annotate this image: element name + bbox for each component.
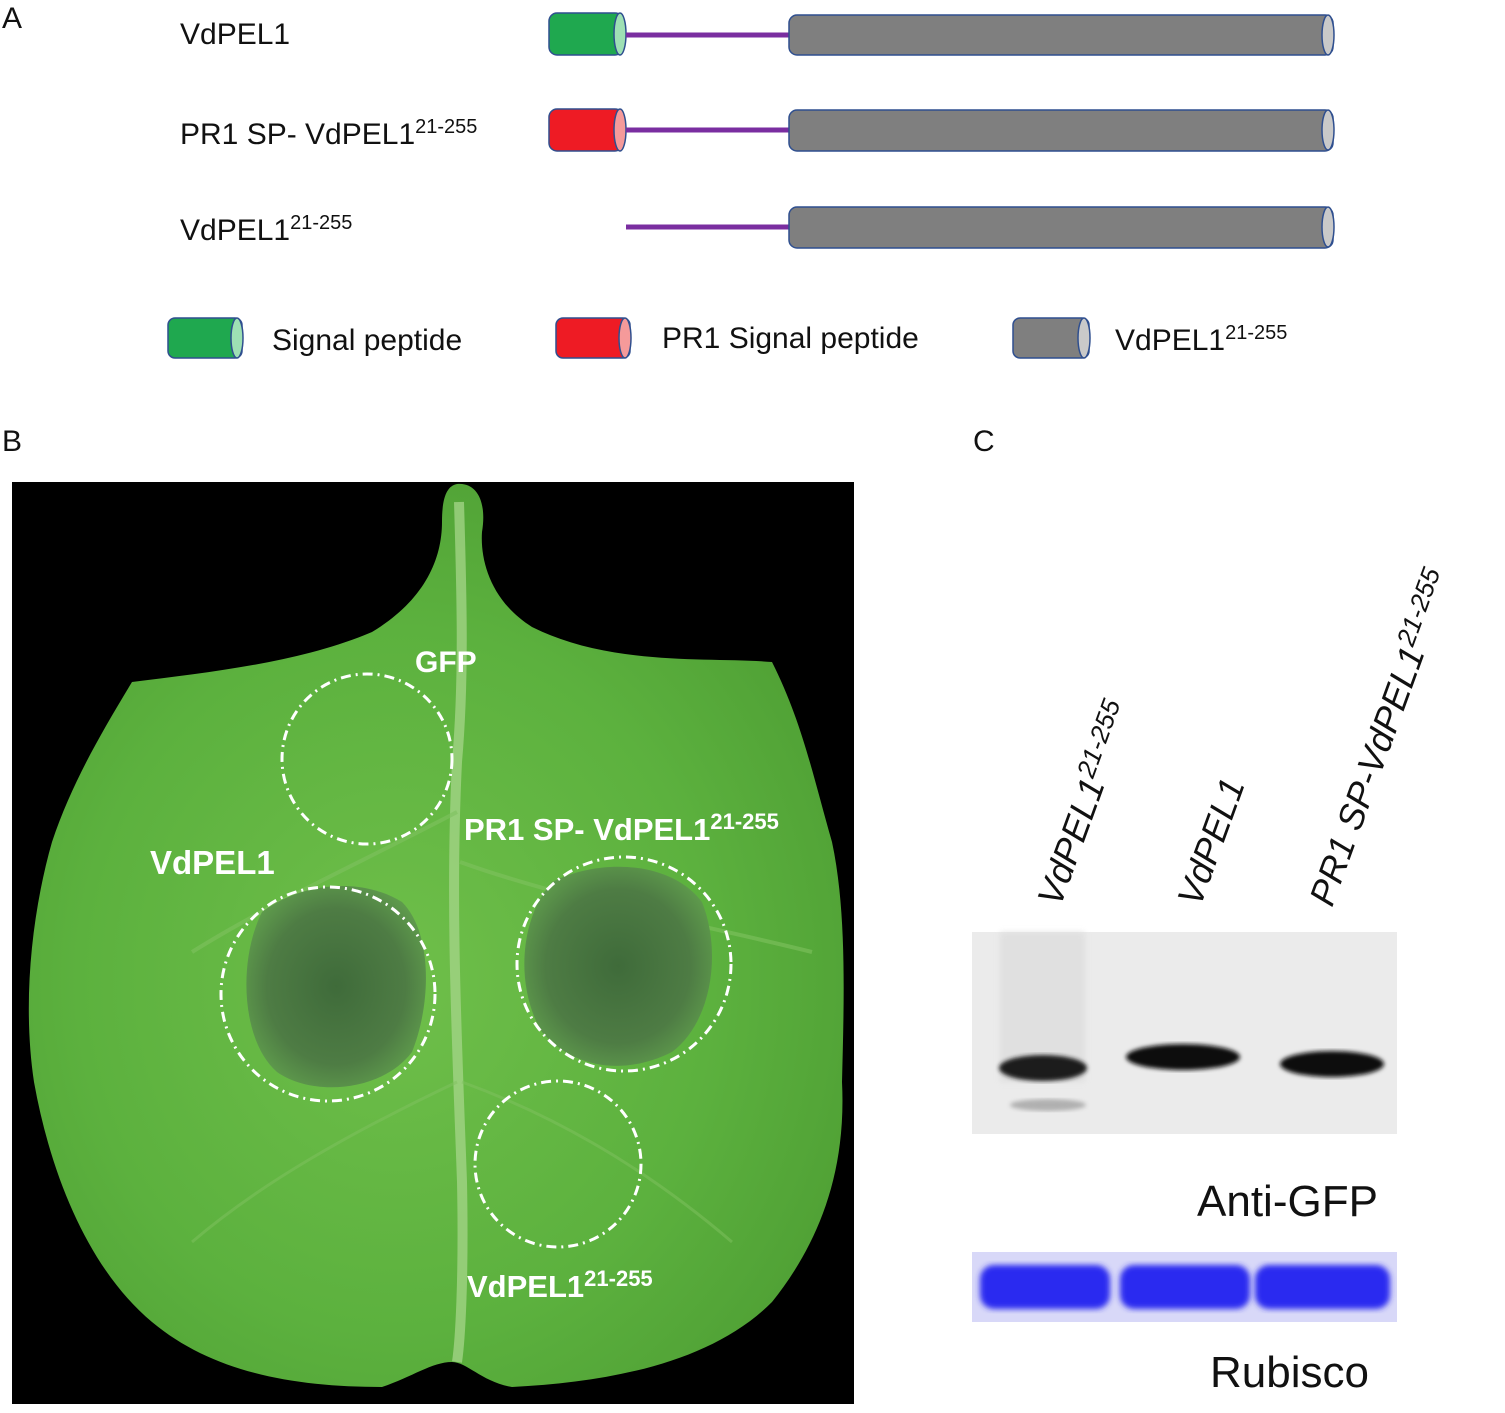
band-lane-1 <box>999 1055 1087 1081</box>
panel-letter-c: C <box>973 425 995 458</box>
rubisco-band-lane-3 <box>1255 1265 1390 1309</box>
legend-swatch-vdpel1-domain <box>1012 317 1091 359</box>
antibody-label: Anti-GFP <box>1197 1177 1378 1226</box>
leaf-label-base: VdPEL1 <box>467 1269 584 1304</box>
leaf-label-base: PR1 SP- VdPEL1 <box>464 812 710 847</box>
construct-label-base: PR1 SP- VdPEL1 <box>180 118 416 151</box>
construct-label-base: VdPEL1 <box>180 214 291 247</box>
leaf-photo: GFP VdPEL1 PR1 SP- VdPEL121-255 VdPEL121… <box>12 482 854 1404</box>
vdpel1-domain <box>788 206 1334 249</box>
panel-letter-a: A <box>2 2 23 35</box>
lane-label-base: PR1 SP-VdPEL1 <box>1301 641 1433 911</box>
infiltration-circle-vdpel1 <box>219 885 437 1103</box>
lane-label-base: VdPEL1 <box>1029 773 1113 911</box>
pr1-signal-peptide-domain <box>548 108 624 152</box>
construct-label-vdpel1-truncated: VdPEL121-255 <box>180 212 352 248</box>
construct-row-pr1-sp-vdpel1 <box>548 108 1335 152</box>
leaf-label-gfp: GFP <box>415 646 477 679</box>
leaf-vein <box>461 1080 733 1244</box>
vdpel1-domain-cap <box>1321 109 1335 151</box>
legend-label-text: VdPEL1 <box>1115 324 1226 357</box>
domain-schematic <box>548 12 1335 249</box>
signal-peptide-cap <box>613 12 627 56</box>
vdpel1-domain-cap <box>1321 206 1335 248</box>
lane-label-vdpel1: VdPEL1 <box>1169 773 1253 911</box>
band-lane-2 <box>1126 1044 1240 1070</box>
lane-label-pr1-sp-vdpel1: PR1 SP-VdPEL121-255 <box>1297 563 1460 911</box>
rubisco-band-lane-2 <box>1120 1265 1250 1309</box>
legend-swatch-signal-peptide <box>167 317 244 359</box>
band-lane-1-lower <box>1010 1099 1086 1111</box>
legend-label-pr1-signal-peptide: PR1 Signal peptide <box>662 322 919 356</box>
construct-label-pr1-sp-vdpel1: PR1 SP- VdPEL121-255 <box>180 116 477 152</box>
legend-label-sup: 21-255 <box>1225 322 1288 344</box>
signal-peptide-domain <box>548 12 624 56</box>
loading-control-label: Rubisco <box>1210 1348 1369 1397</box>
construct-label-sup: 21-255 <box>415 116 478 138</box>
leaf-label-pr1-sp-vdpel1: PR1 SP- VdPEL121-255 <box>464 809 779 847</box>
legend-label-text: Signal peptide <box>272 324 463 357</box>
leaf-vein <box>191 1080 458 1244</box>
leaf-midrib <box>449 501 468 1363</box>
construct-label-base: VdPEL1 <box>180 18 291 51</box>
pr1-signal-peptide-cap <box>613 108 627 152</box>
leaf-label-sup: 21-255 <box>584 1266 653 1291</box>
vdpel1-domain <box>788 109 1334 152</box>
construct-label-vdpel1: VdPEL1 <box>180 16 290 52</box>
vdpel1-domain-cap <box>1321 14 1335 56</box>
legend-label-text: PR1 Signal peptide <box>662 322 919 355</box>
lane-label-sup: 21-255 <box>1390 563 1446 651</box>
vdpel1-domain <box>788 14 1334 56</box>
leaf-label-sup: 21-255 <box>710 809 779 834</box>
legend-label-vdpel1-domain: VdPEL121-255 <box>1115 322 1287 358</box>
construct-row-vdpel1-truncated <box>626 206 1335 249</box>
construct-label-sup: 21-255 <box>290 212 353 234</box>
infiltration-circle-pr1-sp-vdpel1 <box>515 855 733 1073</box>
infiltration-circle-vdpel1-truncated <box>473 1079 643 1249</box>
construct-row-vdpel1 <box>548 12 1335 56</box>
lane-label-vdpel1-truncated: VdPEL121-255 <box>1025 695 1140 911</box>
leaf-label-vdpel1: VdPEL1 <box>150 844 275 881</box>
leaf-blade <box>28 483 844 1387</box>
legend-swatches <box>167 317 1091 359</box>
leaf-vein <box>190 810 458 954</box>
western-blot: VdPEL121-255 VdPEL1 PR1 SP-VdPEL121-255 … <box>972 563 1460 1397</box>
infiltration-circle-gfp <box>280 672 454 846</box>
legend-swatch-pr1-signal-peptide <box>555 317 632 359</box>
panel-letter-b: B <box>2 425 23 458</box>
band-lane-3 <box>1280 1051 1384 1077</box>
lane-label-sup: 21-255 <box>1070 695 1126 783</box>
lesion-pr1-sp-vdpel1 <box>524 866 712 1066</box>
legend-label-signal-peptide: Signal peptide <box>272 324 462 358</box>
rubisco-band-lane-1 <box>980 1265 1110 1309</box>
lesion-vdpel1 <box>246 885 426 1088</box>
leaf-label-vdpel1-truncated: VdPEL121-255 <box>467 1266 653 1304</box>
